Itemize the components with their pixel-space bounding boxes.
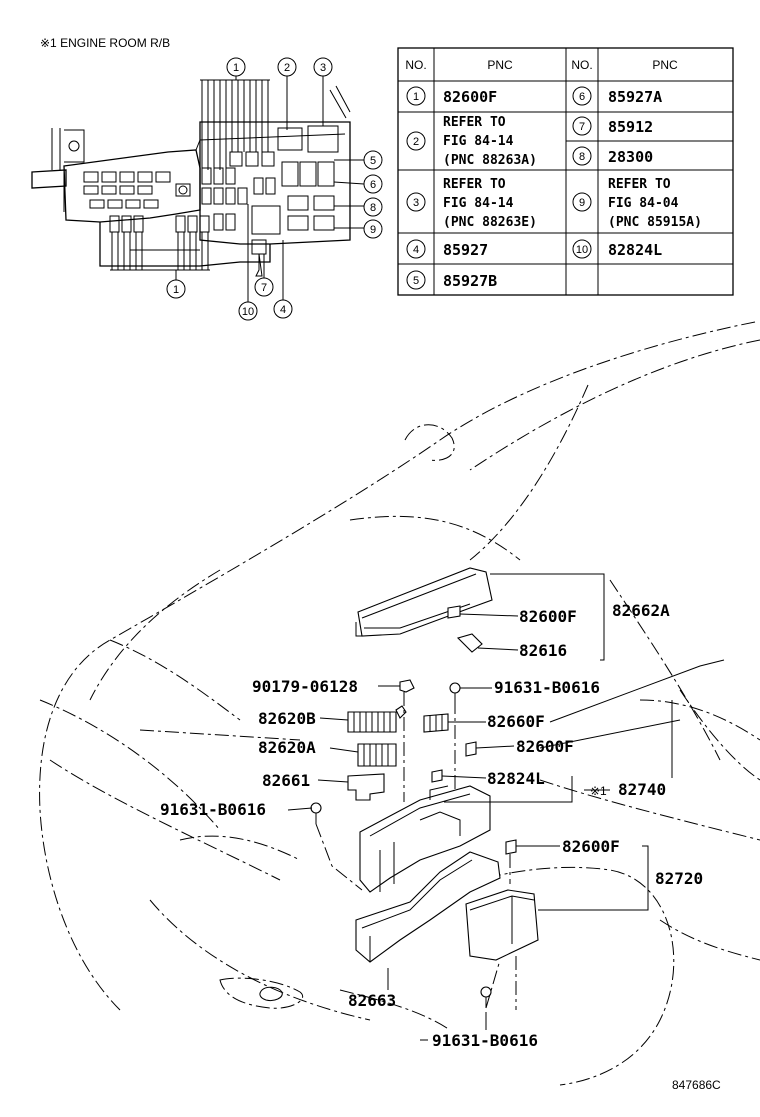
fuse-82600f-mid <box>465 741 477 757</box>
callout-1-bottom: 1 <box>166 279 186 299</box>
callout-2: 2 <box>277 57 297 77</box>
label-82661: 82661 <box>262 771 310 790</box>
label-91631-b0616-top: 91631-B0616 <box>494 678 600 697</box>
th-no-1: NO. <box>405 58 426 72</box>
svg-text:2: 2 <box>284 62 290 74</box>
row-no: 1 <box>413 91 419 103</box>
row-pnc: FIG 84-14 <box>443 196 514 211</box>
bracket-82661 <box>347 773 385 801</box>
row-no: 5 <box>413 275 419 287</box>
label-82662a: 82662A <box>612 601 670 620</box>
th-pnc-2: PNC <box>652 58 678 72</box>
callout-6: 6 <box>363 174 383 194</box>
part-labels: 82600F 82662A 82616 90179-06128 91631-B0… <box>160 601 703 1050</box>
callout-7: 7 <box>254 277 274 297</box>
row-pnc: (PNC 88263E) <box>443 215 537 230</box>
row-no: 10 <box>576 244 588 256</box>
row-no: 3 <box>413 197 419 209</box>
svg-text:3: 3 <box>320 62 326 74</box>
callout-4: 4 <box>273 299 293 319</box>
svg-text:9: 9 <box>370 224 376 236</box>
row-pnc: REFER TO <box>443 115 506 130</box>
label-mark-1: ※1 <box>590 784 607 798</box>
row-pnc: 82600F <box>443 88 497 106</box>
row-no: 8 <box>579 151 585 163</box>
relay-block-82740 <box>359 785 491 893</box>
row-no: 7 <box>579 121 585 133</box>
callout-9: 9 <box>363 219 383 239</box>
block-82620a <box>357 743 397 767</box>
label-82600f-low: 82600F <box>562 837 620 856</box>
label-82620b: 82620B <box>258 709 316 728</box>
row-no: 4 <box>413 244 419 256</box>
callout-8: 8 <box>363 197 383 217</box>
label-82600f-top: 82600F <box>519 607 577 626</box>
th-no-2: NO. <box>571 58 592 72</box>
ecu-82720 <box>465 889 539 961</box>
label-90179-06128: 90179-06128 <box>252 677 358 696</box>
label-82663: 82663 <box>348 991 396 1010</box>
row-no: 9 <box>579 197 585 209</box>
fuse-82616 <box>456 633 483 653</box>
row-pnc: (PNC 85915A) <box>608 215 702 230</box>
label-91631-b0616-bottom: 91631-B0616 <box>432 1031 538 1050</box>
fuse-82600f-low <box>505 839 517 855</box>
row-no: 2 <box>413 136 419 148</box>
nut-90179 <box>399 679 415 693</box>
row-pnc: 85927A <box>608 88 662 106</box>
callout-10: 10 <box>238 301 258 321</box>
figure-code: 847686C <box>672 1078 721 1092</box>
bolt-91631-a <box>449 682 461 700</box>
block-82620b <box>347 705 407 733</box>
svg-text:7: 7 <box>261 282 267 294</box>
row-pnc: (PNC 88263A) <box>443 153 537 168</box>
svg-text:4: 4 <box>280 304 286 316</box>
svg-text:10: 10 <box>242 306 254 318</box>
label-82616: 82616 <box>519 641 567 660</box>
row-pnc: FIG 84-14 <box>443 134 514 149</box>
row-pnc: REFER TO <box>443 177 506 192</box>
label-82600f-mid: 82600F <box>516 737 574 756</box>
svg-text:1: 1 <box>173 284 179 296</box>
label-82620a: 82620A <box>258 738 316 757</box>
svg-text:5: 5 <box>370 155 376 167</box>
fuse-82600f-top <box>447 605 461 619</box>
bolt-91631-b <box>310 802 322 824</box>
svg-text:1: 1 <box>233 62 239 74</box>
row-pnc: REFER TO <box>608 177 671 192</box>
svg-text:6: 6 <box>370 179 376 191</box>
inset-title: ※1 ENGINE ROOM R/B <box>40 36 170 50</box>
label-91631-b0616-left: 91631-B0616 <box>160 800 266 819</box>
row-pnc: 85927B <box>443 272 497 290</box>
label-82660f: 82660F <box>487 712 545 731</box>
row-pnc: 28300 <box>608 148 653 166</box>
row-pnc: 82824L <box>608 241 662 259</box>
label-82824l: 82824L <box>487 769 545 788</box>
cover-82662a <box>355 567 493 637</box>
row-pnc: 85912 <box>608 118 653 136</box>
vehicle-outline <box>39 321 760 1086</box>
label-82720: 82720 <box>655 869 703 888</box>
callout-1-top: 1 <box>226 57 246 77</box>
callout-5: 5 <box>363 150 383 170</box>
row-pnc: 85927 <box>443 241 488 259</box>
row-no: 6 <box>579 91 585 103</box>
label-82740: 82740 <box>618 780 666 799</box>
relay-82660f <box>423 713 449 733</box>
cover-82663 <box>355 851 501 963</box>
relay-82824l <box>431 769 443 783</box>
bolt-91631-c <box>480 986 492 1008</box>
pnc-table: NO. PNC NO. PNC 1 82600F 6 85927A 2 REFE… <box>397 47 734 296</box>
th-pnc-1: PNC <box>487 58 513 72</box>
svg-text:8: 8 <box>370 202 376 214</box>
callout-3: 3 <box>313 57 333 77</box>
leader-lines <box>287 573 725 1041</box>
inset-callouts: 1 2 3 5 6 8 9 1 7 10 4 <box>166 57 383 321</box>
relay-block-inset <box>31 76 365 302</box>
row-pnc: FIG 84-04 <box>608 196 679 211</box>
